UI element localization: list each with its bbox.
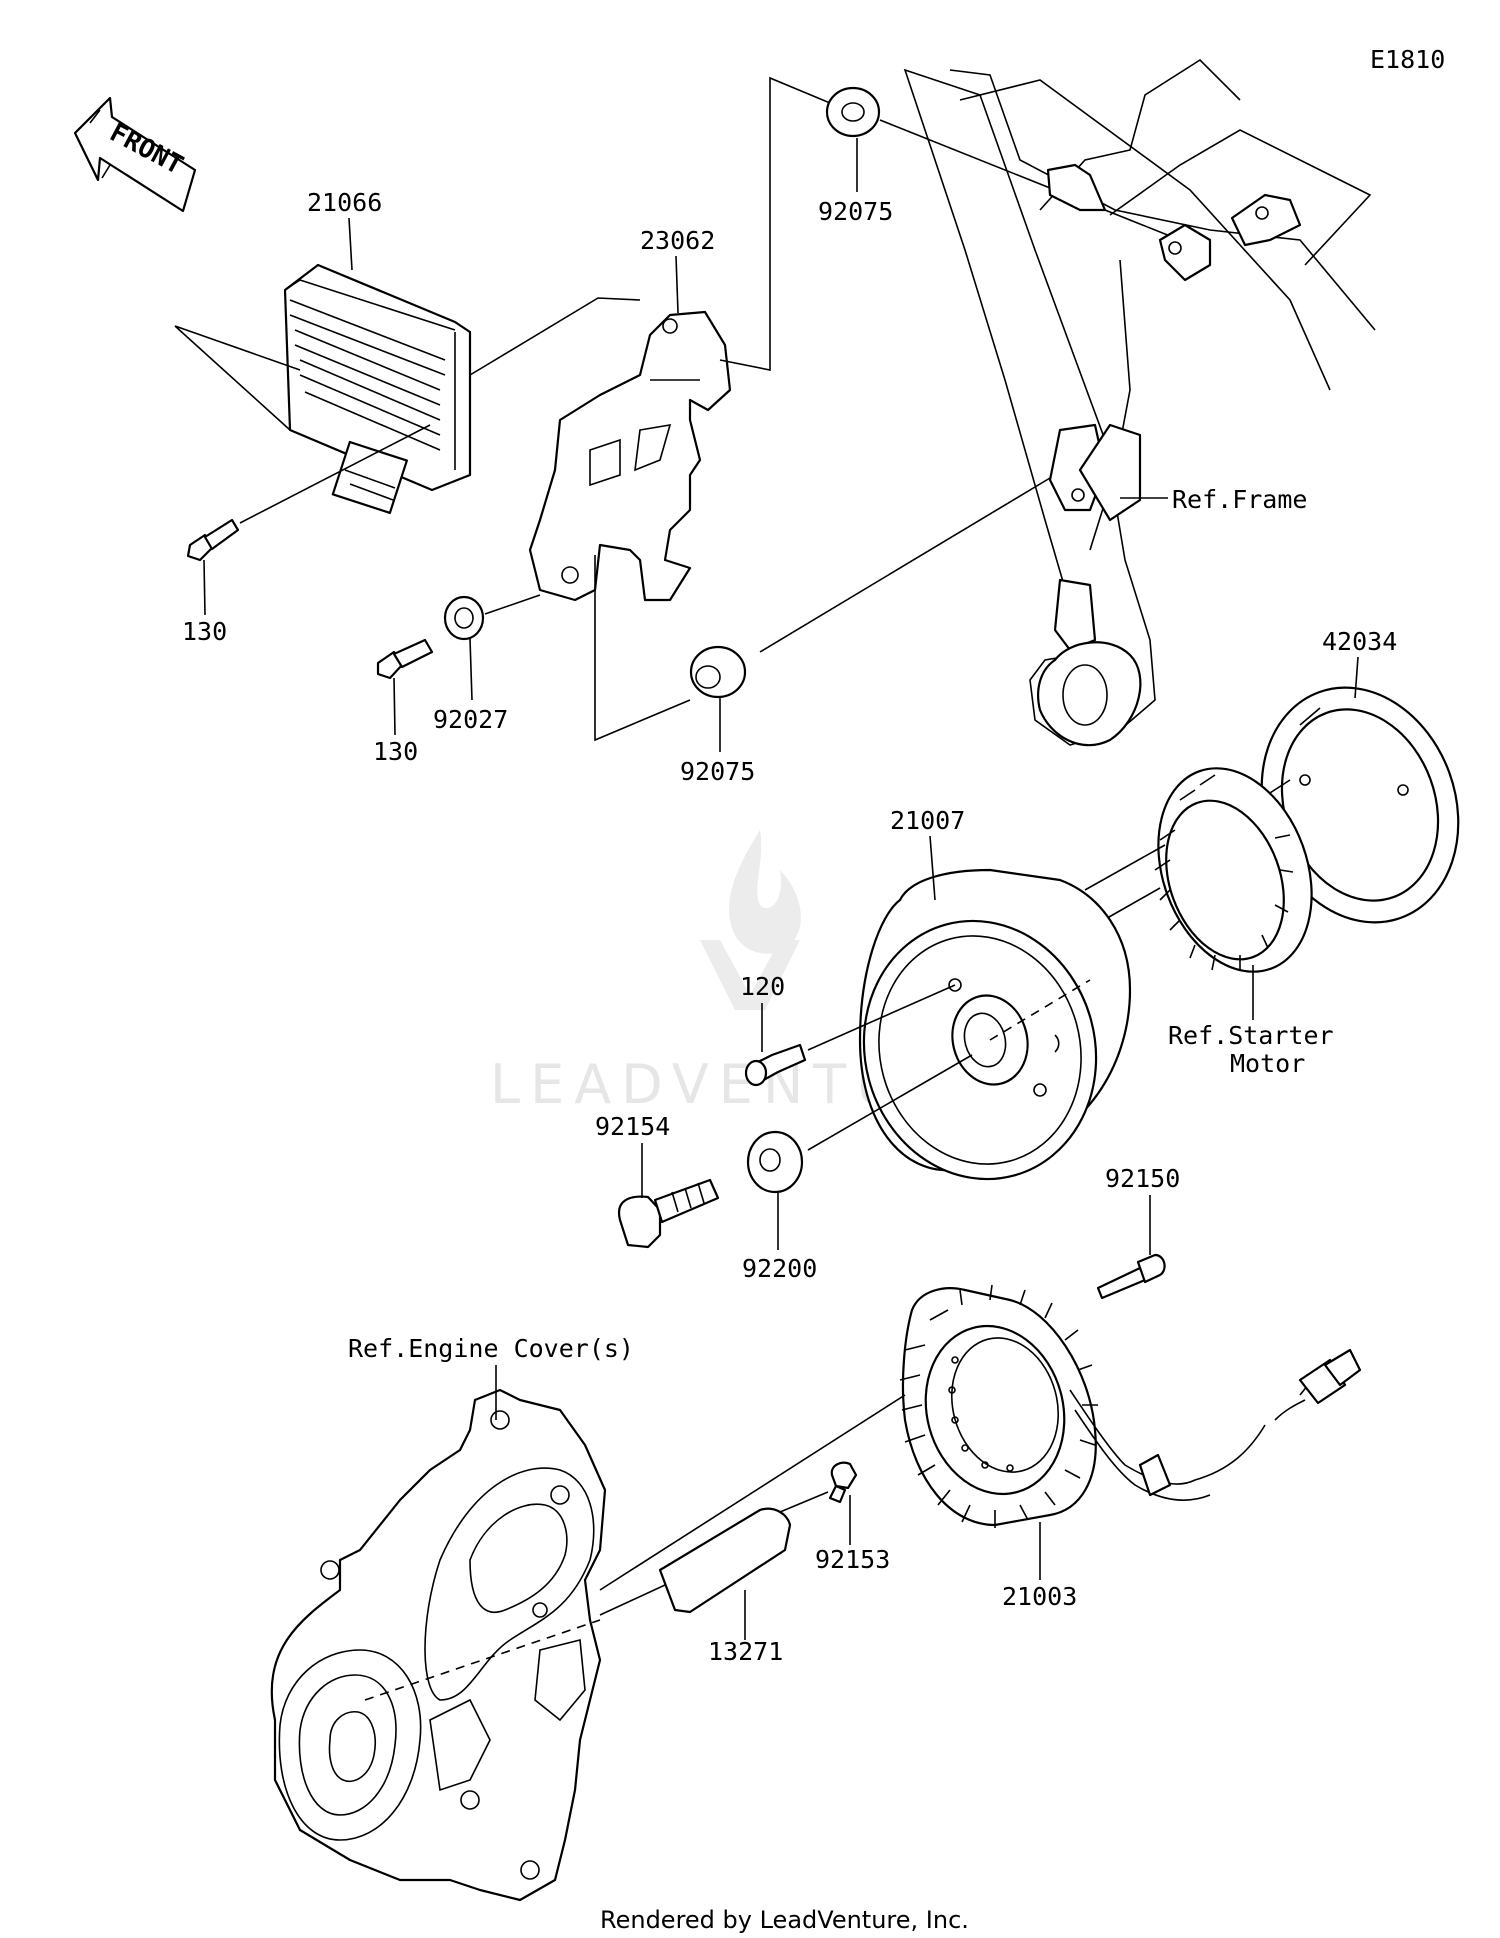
callout-grommet-bottom: 92075 xyxy=(680,757,755,786)
callout-bolt-130-a: 130 xyxy=(182,617,227,646)
callout-bolt-120: 120 xyxy=(740,972,785,1001)
engine-cover[interactable] xyxy=(270,1388,607,1902)
bolt-92154[interactable] xyxy=(617,1178,720,1249)
regulator-rectifier[interactable] xyxy=(283,263,472,515)
footer-credit: Rendered by LeadVenture, Inc. xyxy=(600,1906,969,1934)
callout-plate-bolt: 92153 xyxy=(815,1545,890,1574)
stator-coil[interactable] xyxy=(899,1284,1362,1528)
bolt-130-upper[interactable] xyxy=(186,518,240,562)
grommet-92075-bottom[interactable] xyxy=(689,645,747,699)
callout-stator-bolt: 92150 xyxy=(1105,1164,1180,1193)
starter-clutch[interactable] xyxy=(1131,747,1338,994)
callout-grommet-top: 92075 xyxy=(818,197,893,226)
starter-gear-42034[interactable] xyxy=(1230,660,1491,951)
callout-plate: 13271 xyxy=(708,1637,783,1666)
front-arrow-icon: FRONT xyxy=(73,96,197,213)
bolt-120[interactable] xyxy=(744,1043,807,1087)
callout-ref-starter-1: Ref.Starter xyxy=(1168,1021,1334,1050)
callout-ref-starter-2: Motor xyxy=(1230,1049,1305,1078)
plate-bolt-92153[interactable] xyxy=(828,1461,858,1504)
callout-rotor: 21007 xyxy=(890,806,965,835)
grommet-92075-top[interactable] xyxy=(825,86,881,138)
callout-ref-engine-cover: Ref.Engine Cover(s) xyxy=(348,1334,634,1363)
stator-bolt-92150[interactable] xyxy=(1096,1253,1166,1300)
callout-washer: 92200 xyxy=(742,1254,817,1283)
callout-bracket: 23062 xyxy=(640,226,715,255)
callout-regulator: 21066 xyxy=(307,188,382,217)
collar-92027[interactable] xyxy=(443,595,485,641)
washer-92200[interactable] xyxy=(746,1130,804,1194)
regulator-bracket[interactable] xyxy=(528,310,732,602)
bolt-130-lower[interactable] xyxy=(376,638,434,680)
callout-bolt-92154: 92154 xyxy=(595,1112,670,1141)
flywheel-rotor[interactable] xyxy=(835,868,1132,1205)
callout-gear: 42034 xyxy=(1322,627,1397,656)
plate-13271[interactable] xyxy=(658,1507,792,1614)
callout-collar: 92027 xyxy=(433,705,508,734)
callout-bolt-130-b: 130 xyxy=(373,737,418,766)
frame-reference[interactable] xyxy=(903,58,1376,747)
diagram-code: E1810 xyxy=(1370,45,1445,74)
callout-ref-frame: Ref.Frame xyxy=(1172,485,1307,514)
callout-stator: 21003 xyxy=(1002,1582,1077,1611)
